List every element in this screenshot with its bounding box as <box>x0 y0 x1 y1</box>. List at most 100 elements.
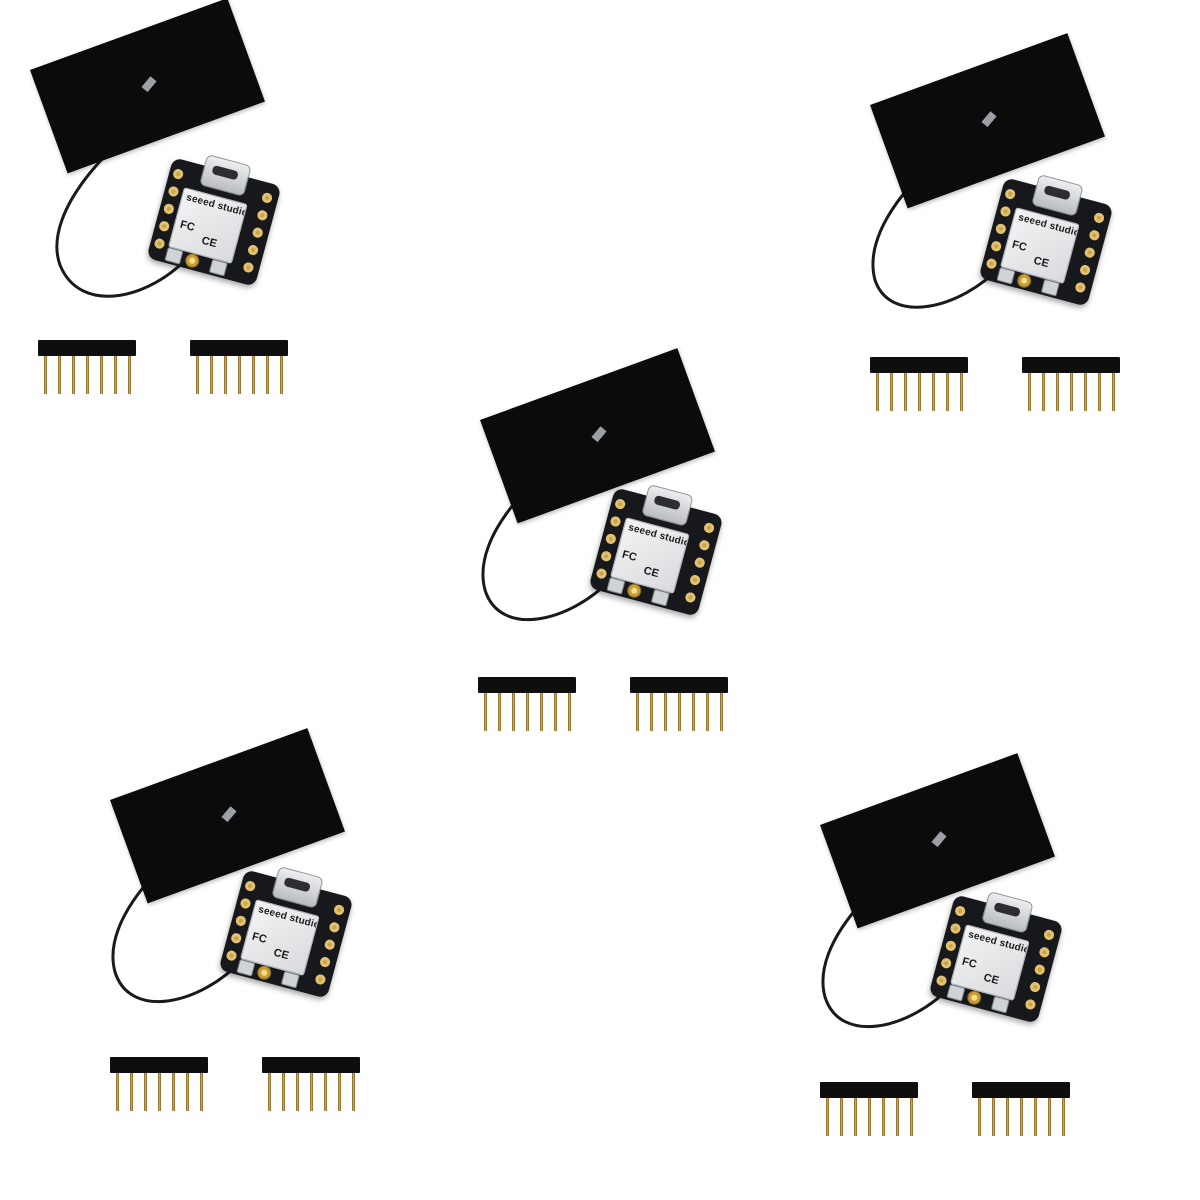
fc-mark: FC <box>1010 238 1028 254</box>
header-pin <box>636 693 639 731</box>
gpio-pad <box>684 591 697 604</box>
gpio-pad <box>940 957 953 970</box>
boot-button <box>650 588 670 607</box>
header-pin <box>128 356 131 394</box>
boot-button <box>280 970 300 989</box>
gpio-pad <box>1083 246 1096 259</box>
header-pin <box>186 1073 189 1111</box>
pin-header-left <box>110 1057 210 1127</box>
pin-header-left <box>478 677 578 747</box>
header-pin <box>868 1098 871 1136</box>
header-pin <box>86 356 89 394</box>
header-pin <box>252 356 255 394</box>
header-pin <box>932 373 935 411</box>
brand-label: seeed studio <box>1016 212 1080 240</box>
gpio-pad <box>230 932 243 945</box>
gpio-pad <box>242 261 255 274</box>
header-pin <box>890 373 893 411</box>
header-bar <box>870 357 968 373</box>
pin-header-left <box>870 357 970 427</box>
header-pin <box>144 1073 147 1111</box>
gpio-pad <box>239 897 252 910</box>
ce-mark: CE <box>982 971 1001 988</box>
header-pin <box>854 1098 857 1136</box>
header-pin <box>324 1073 327 1111</box>
header-pin <box>1028 373 1031 411</box>
gpio-pad <box>595 567 608 580</box>
fc-mark: FC <box>250 930 268 946</box>
header-pin <box>280 356 283 394</box>
header-pin <box>158 1073 161 1111</box>
header-pin <box>338 1073 341 1111</box>
gpio-pad <box>1004 187 1017 201</box>
header-pin <box>1084 373 1087 411</box>
header-pin <box>1098 373 1101 411</box>
boot-button <box>208 258 228 277</box>
header-pin <box>876 373 879 411</box>
header-pin <box>896 1098 899 1136</box>
gpio-pad <box>158 220 171 233</box>
gpio-pad <box>1078 263 1092 277</box>
ce-mark: CE <box>200 234 219 251</box>
gpio-pad <box>1074 281 1087 294</box>
header-pin <box>498 693 501 731</box>
gpio-pad <box>604 532 617 545</box>
kit-top-right: seeed studio FC CE <box>830 25 1190 425</box>
gpio-pad <box>688 573 702 587</box>
gpio-pad <box>600 550 613 563</box>
header-pin <box>1062 1098 1065 1136</box>
gpio-pad <box>244 879 257 893</box>
header-pin <box>1070 373 1073 411</box>
kit-top-left: seeed studio FC CE <box>30 0 390 410</box>
gpio-pad <box>260 191 274 205</box>
pin-header-right <box>190 340 290 410</box>
gpio-pad <box>332 903 346 917</box>
header-pin <box>44 356 47 394</box>
reset-button <box>606 576 626 595</box>
gpio-pad <box>251 226 264 239</box>
kit-center: seeed studio FC CE <box>440 340 800 740</box>
pin-header-right <box>1022 357 1122 427</box>
header-pin <box>568 693 571 731</box>
gpio-pad <box>944 939 957 952</box>
pin-header-left <box>38 340 138 410</box>
gpio-pad <box>954 904 967 918</box>
gpio-pad <box>614 497 627 511</box>
gpio-pad <box>985 257 998 270</box>
header-pin <box>910 1098 913 1136</box>
header-pin <box>200 1073 203 1111</box>
gpio-pad <box>693 556 706 569</box>
gpio-pad <box>1033 963 1046 976</box>
header-pin <box>692 693 695 731</box>
header-bar <box>630 677 728 693</box>
reset-button <box>996 266 1016 285</box>
brand-label: seeed studio <box>256 904 320 932</box>
gpio-pad <box>246 243 260 257</box>
header-pin <box>282 1073 285 1111</box>
header-pin <box>310 1073 313 1111</box>
header-pin <box>840 1098 843 1136</box>
header-pin <box>650 693 653 731</box>
header-pin <box>664 693 667 731</box>
header-pin <box>100 356 103 394</box>
header-pin <box>992 1098 995 1136</box>
header-pin <box>114 356 117 394</box>
boot-button <box>1040 278 1060 297</box>
header-pin <box>946 373 949 411</box>
kit-bottom-right: seeed studio FC CE <box>780 745 1140 1145</box>
antenna-feed-point <box>591 426 607 443</box>
header-pin <box>678 693 681 731</box>
header-pin <box>882 1098 885 1136</box>
gpio-pad <box>1038 946 1051 959</box>
reset-button <box>236 958 256 977</box>
kit-bottom-left: seeed studio FC CE <box>70 720 430 1120</box>
ce-mark: CE <box>642 564 661 581</box>
pin-header-right <box>262 1057 362 1127</box>
fc-mark: FC <box>960 955 978 971</box>
pin-header-right <box>972 1082 1072 1152</box>
header-pin <box>58 356 61 394</box>
header-pin <box>904 373 907 411</box>
gpio-pad <box>999 205 1012 218</box>
gpio-pad <box>698 539 711 552</box>
header-pin <box>196 356 199 394</box>
